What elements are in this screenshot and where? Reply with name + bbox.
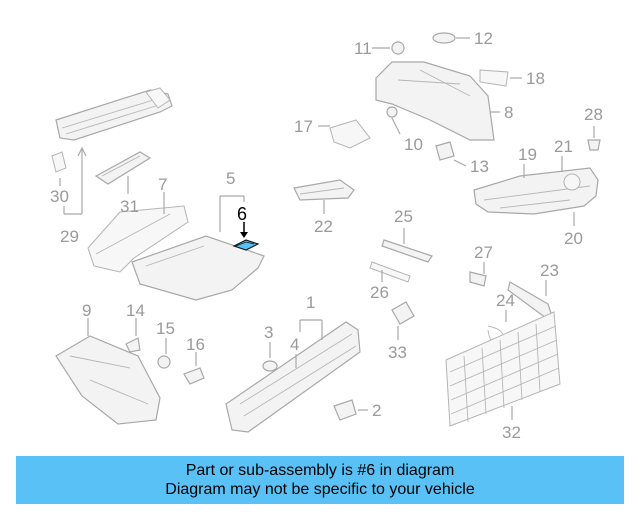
callout-4: 4: [290, 335, 299, 354]
callout-5: 5: [226, 169, 235, 188]
package-shelf: [55, 87, 173, 141]
right-side-trim-20: [473, 167, 599, 226]
callout-23: 23: [540, 261, 559, 280]
callout-27: 27: [474, 243, 493, 262]
jack-handle-25: [381, 228, 433, 263]
jack-22: [293, 179, 355, 214]
callout-3: 3: [264, 323, 273, 342]
callout-28: 28: [584, 105, 603, 124]
shelf-bracket-30: [51, 151, 67, 186]
callout-30: 30: [50, 187, 69, 206]
trim-cover-18: [479, 69, 522, 87]
trunk-side-panel-9: [55, 318, 161, 425]
callout-14: 14: [126, 301, 145, 320]
callout-6: 6: [237, 204, 247, 224]
trunk-floor-panel: [131, 195, 265, 301]
side-trim-panel-8: [375, 61, 500, 141]
callout-9: 9: [82, 301, 91, 320]
callout-19: 19: [518, 145, 537, 164]
clip-28: [587, 126, 601, 151]
bracket-29-lines: [63, 146, 87, 215]
callout-2: 2: [372, 401, 381, 420]
grommet-3: [262, 342, 278, 372]
bracket-33: [391, 301, 415, 340]
retainer-14: [125, 318, 141, 353]
callout-20: 20: [564, 229, 583, 248]
upholstery-clip-11: [372, 41, 405, 55]
callout-21: 21: [554, 137, 573, 156]
callout-8: 8: [504, 103, 513, 122]
callout-31: 31: [120, 197, 139, 216]
callout-labels: 1 2 3 4 5 6 7 8 9 10 11 12 13 14 15 16 1…: [50, 29, 603, 442]
callout-12: 12: [474, 29, 493, 48]
callout-10: 10: [404, 135, 423, 154]
callout-29: 29: [60, 227, 79, 246]
shelf-support-31: [94, 151, 152, 194]
callout-22: 22: [314, 217, 333, 236]
callout-25: 25: [394, 207, 413, 226]
fastener-13: [435, 141, 467, 167]
rear-sill-plate: [225, 319, 361, 433]
callout-13: 13: [470, 157, 489, 176]
hook-27: [469, 262, 487, 287]
grommet-15: [157, 338, 171, 369]
part-6-highlight: [232, 222, 260, 251]
callout-1: 1: [306, 293, 315, 312]
clip-2: [333, 399, 368, 421]
parts-diagram: 1 2 3 4 5 6 7 8 9 10 11 12 13 14 15 16 1…: [50, 29, 603, 442]
callout-18: 18: [526, 69, 545, 88]
banner-line-1: Part or sub-assembly is #6 in diagram: [185, 462, 455, 479]
callout-11: 11: [354, 39, 372, 58]
cargo-net-32: [445, 311, 561, 427]
trunk-floor-mat: [87, 192, 189, 273]
callout-17: 17: [294, 117, 313, 136]
callout-16: 16: [186, 335, 205, 354]
callout-32: 32: [502, 423, 521, 442]
banner-line-2: Diagram may not be specific to your vehi…: [165, 481, 475, 498]
clip-16: [183, 352, 205, 385]
access-cover-17: [318, 119, 371, 149]
callout-33: 33: [388, 343, 407, 362]
callout-26: 26: [370, 283, 389, 302]
retainer-10: [386, 106, 401, 135]
trim-cap-12: [432, 32, 470, 44]
callout-24: 24: [496, 291, 515, 310]
info-banner: Part or sub-assembly is #6 in diagram Di…: [16, 456, 624, 504]
callout-15: 15: [156, 319, 175, 338]
wrench-26: [369, 261, 411, 283]
callout-7: 7: [158, 175, 167, 194]
